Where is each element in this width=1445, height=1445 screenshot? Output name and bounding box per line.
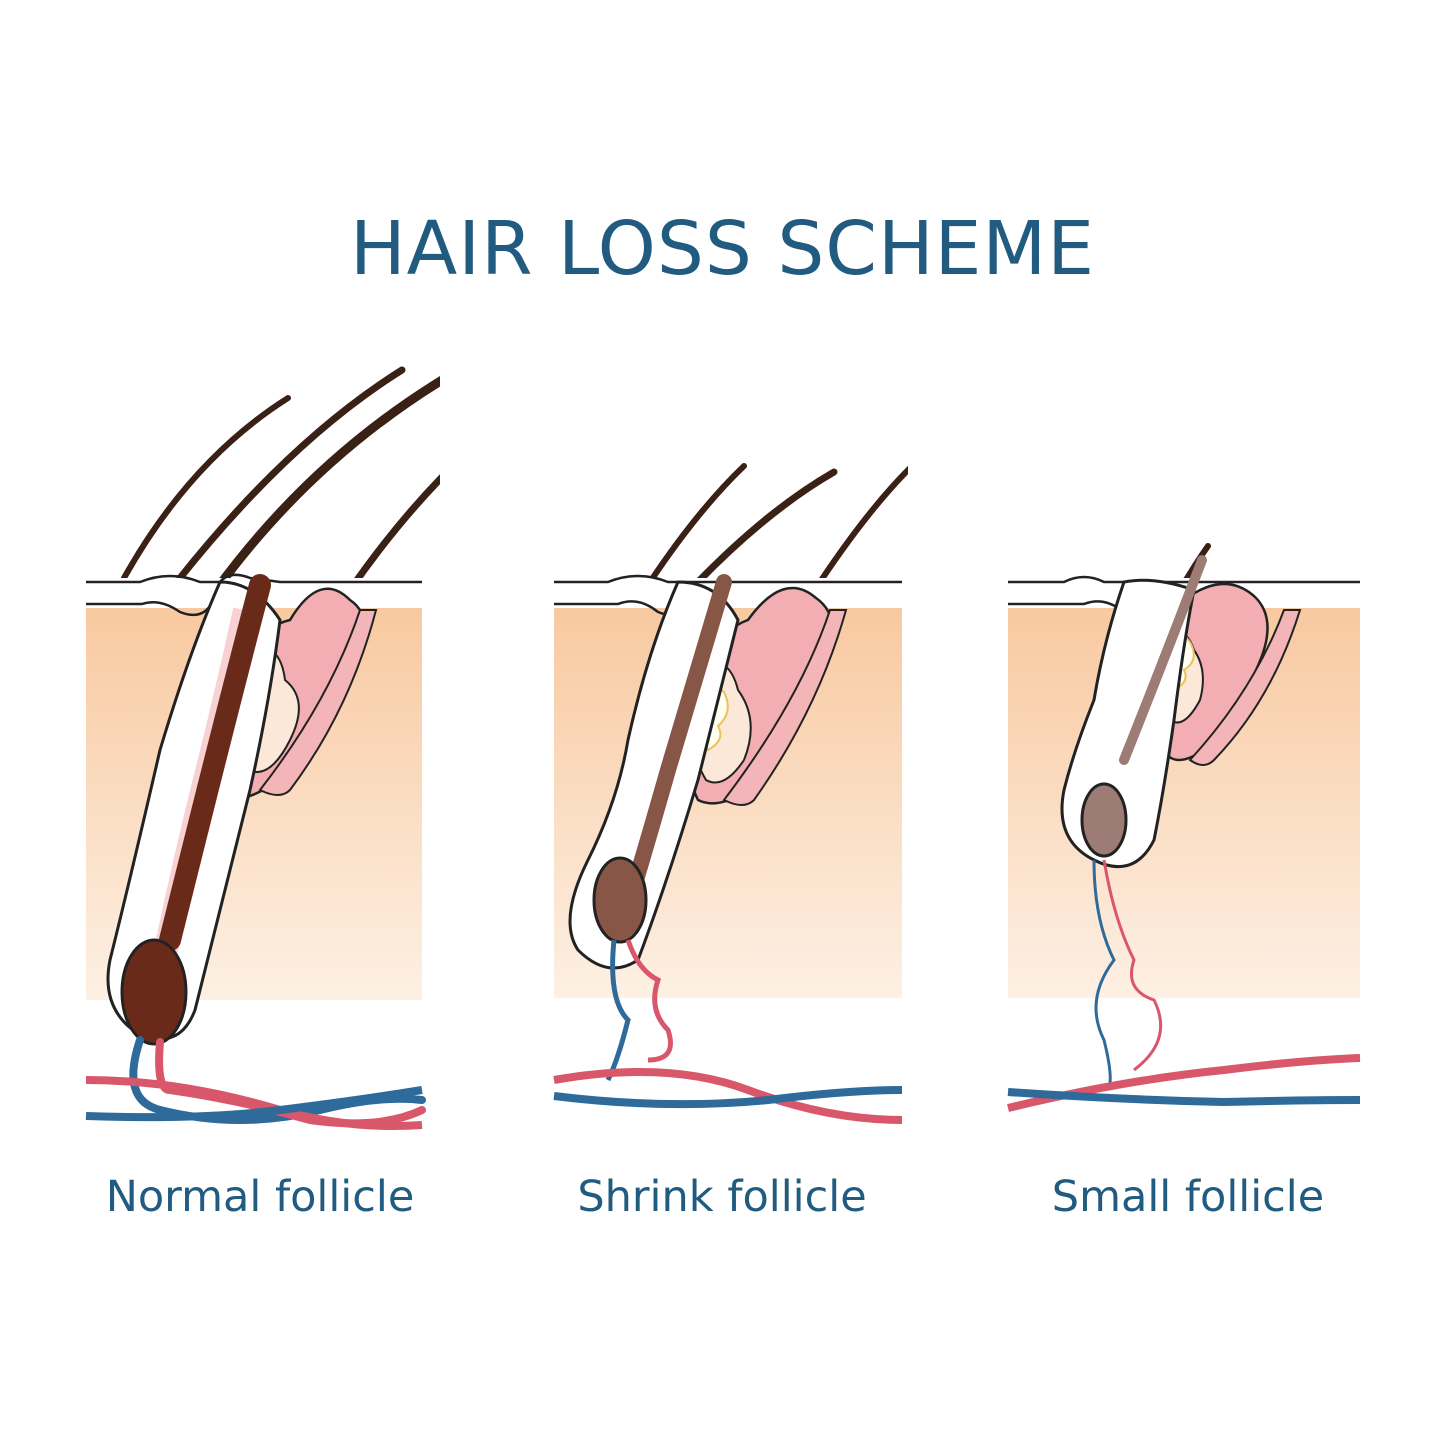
normal-follicle-illustration <box>85 366 440 1130</box>
page-title: HAIR LOSS SCHEME <box>350 206 1095 292</box>
hair-shaft <box>1119 555 1207 765</box>
shrink-follicle-illustration <box>553 463 908 1124</box>
hair-shaft <box>159 574 271 951</box>
hair-strands <box>647 463 908 586</box>
hair-shaft <box>628 574 732 888</box>
hair-bulb <box>120 938 188 1046</box>
artery <box>625 939 673 1063</box>
vein <box>1092 859 1116 1091</box>
hair-bulb <box>592 856 648 944</box>
artery <box>1102 859 1163 1072</box>
arrector-muscle <box>722 609 848 806</box>
small-follicle-illustration <box>1007 543 1361 1112</box>
arrector-muscle <box>258 609 378 796</box>
normal-follicle-label: Normal follicle <box>105 1172 415 1222</box>
small-follicle-label: Small follicle <box>1051 1172 1325 1222</box>
hair-bulb <box>1080 782 1128 858</box>
arrector-muscle <box>1188 609 1302 766</box>
vein <box>605 939 631 1082</box>
shrink-follicle-label: Shrink follicle <box>577 1172 867 1222</box>
hair-strands <box>121 366 440 595</box>
